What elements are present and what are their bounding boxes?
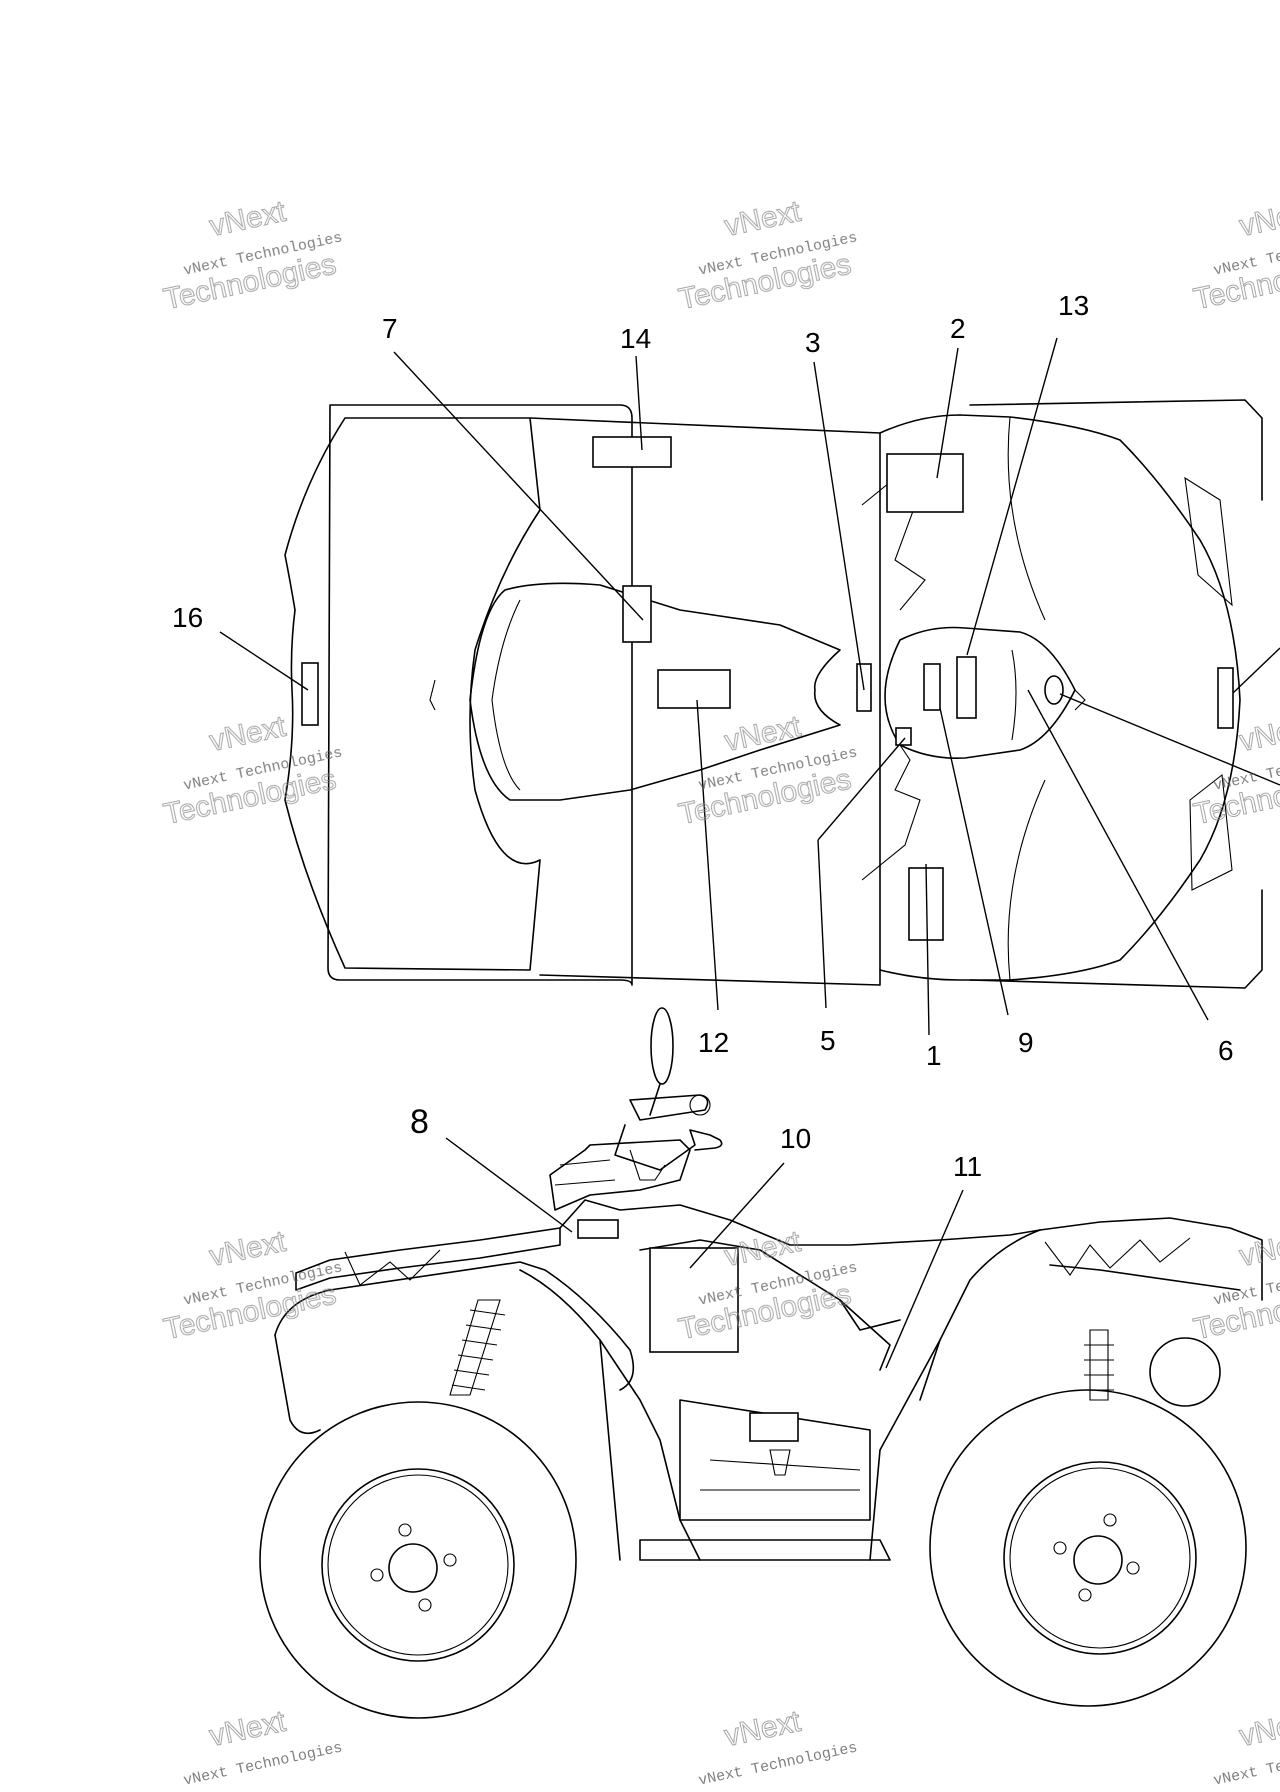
svg-text:vNext: vNext [207, 1225, 290, 1273]
watermark: vNext vNext Technologies Technologies [160, 1224, 344, 1346]
decal-2 [886, 453, 964, 513]
callout-5: 5 [820, 1025, 836, 1056]
decal-6-round [1044, 675, 1064, 705]
atv-top-view: 7 14 3 2 13 16 12 5 1 9 6 [172, 290, 1280, 1071]
callout-8: 8 [410, 1103, 429, 1141]
decal-13 [956, 656, 977, 719]
svg-text:vNext: vNext [1237, 195, 1280, 243]
svg-text:vNext Technologies: vNext Technologies [697, 1739, 859, 1789]
svg-text:vNext: vNext [722, 710, 805, 758]
side-small-decal [749, 1412, 799, 1442]
callout-14: 14 [620, 323, 651, 354]
callout-3: 3 [805, 327, 821, 358]
callout-11: 11 [953, 1151, 982, 1182]
callout-12: 12 [698, 1027, 729, 1058]
svg-text:vNext: vNext [207, 1705, 290, 1753]
decal-7 [622, 585, 652, 643]
decal-5 [895, 727, 912, 746]
svg-text:vNext: vNext [207, 710, 290, 758]
watermark: vNext vNext Technologies [697, 1704, 859, 1789]
decal-9 [923, 663, 941, 711]
watermark: vNext vNext Technologies Technologies [1190, 194, 1280, 316]
decal-10 [649, 1247, 739, 1353]
decal-8 [577, 1219, 619, 1239]
svg-text:vNext Technologies: vNext Technologies [182, 1739, 344, 1789]
callout-10: 10 [780, 1123, 811, 1154]
callout-13: 13 [1058, 290, 1089, 321]
watermark: vNext vNext Technologies Technologies [160, 194, 344, 316]
watermark: vNext vNext Technologies Technologies [675, 194, 859, 316]
callout-6: 6 [1218, 1035, 1234, 1066]
decal-14 [592, 436, 672, 468]
watermark: vNext vNext Technologies Technologies [675, 709, 859, 831]
callout-2: 2 [950, 313, 966, 344]
svg-text:vNext: vNext [1237, 1705, 1280, 1753]
watermark: vNext vNext Technologies [1212, 1704, 1280, 1789]
svg-text:vNext: vNext [722, 1225, 805, 1273]
decal-16 [301, 662, 319, 726]
watermark: vNext vNext Technologies Technologies [1190, 1224, 1280, 1346]
svg-text:vNext: vNext [207, 195, 290, 243]
watermark: vNext vNext Technologies Technologies [160, 709, 344, 831]
atv-side-view: 8 10 11 [259, 1007, 1263, 1719]
callout-9: 9 [1018, 1027, 1034, 1058]
watermark: vNext vNext Technologies [182, 1704, 344, 1789]
svg-text:vNext: vNext [1237, 710, 1280, 758]
callout-1: 1 [926, 1040, 942, 1071]
callout-16: 16 [172, 602, 203, 633]
decal-12 [657, 669, 731, 709]
svg-text:vNext: vNext [722, 1705, 805, 1753]
svg-text:vNext: vNext [1237, 1225, 1280, 1273]
decal-front [1217, 667, 1234, 729]
svg-text:vNext: vNext [722, 195, 805, 243]
callout-7: 7 [382, 313, 398, 344]
